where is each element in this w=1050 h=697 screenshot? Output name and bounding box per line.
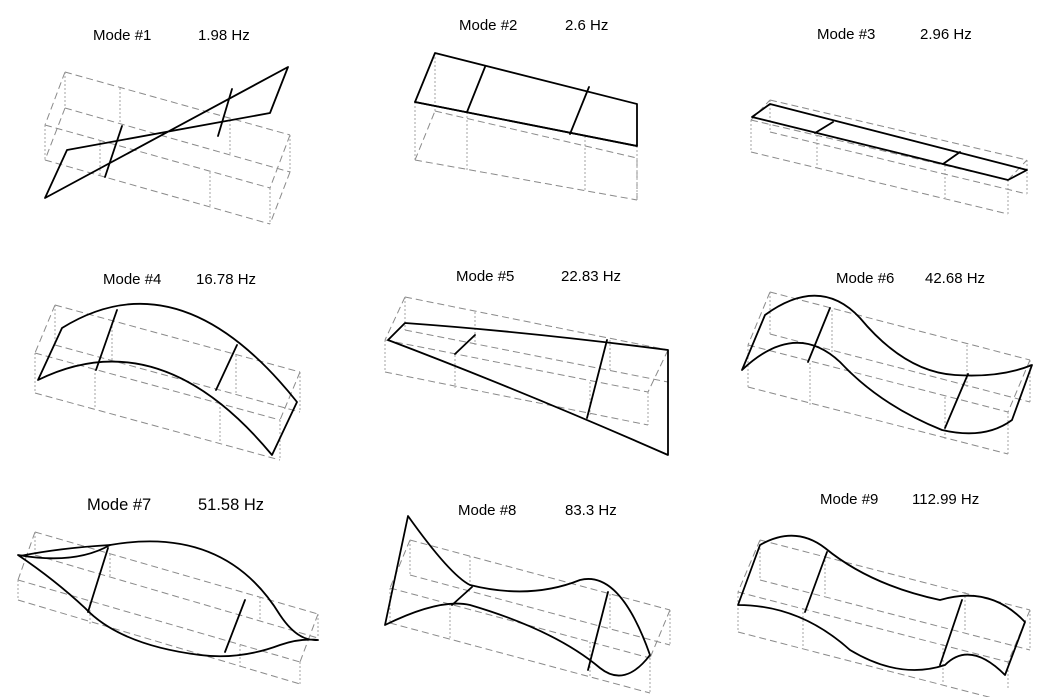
mode-1-frequency: 1.98 Hz: [198, 27, 250, 44]
mode-4-label: Mode #4: [103, 271, 162, 288]
mode-6-shape: [741, 291, 1033, 455]
mode-2-frequency: 2.6 Hz: [565, 17, 609, 34]
mode-6-label: Mode #6: [836, 270, 895, 287]
mode-9-frequency: 112.99 Hz: [912, 491, 980, 508]
mode-3-shape: [750, 99, 1028, 215]
mode-1-shape: [44, 66, 291, 225]
mode-8-shape: [384, 515, 671, 694]
mode-7-frequency: 51.58 Hz: [198, 496, 265, 514]
mode-5-frequency: 22.83 Hz: [561, 268, 622, 285]
mode-2-label: Mode #2: [459, 17, 518, 34]
mode-7-label: Mode #7: [87, 496, 152, 514]
mode-3-frequency: 2.96 Hz: [920, 26, 972, 43]
mode-7-shape: [17, 531, 319, 685]
mode-5-shape: [384, 296, 669, 456]
mode-5-label: Mode #5: [456, 268, 515, 285]
mode-4-frequency: 16.78 Hz: [196, 271, 257, 288]
mode-1-label: Mode #1: [93, 27, 152, 44]
mode-3-label: Mode #3: [817, 26, 876, 43]
mode-8-label: Mode #8: [458, 502, 517, 519]
mode-4-shape: [34, 302, 301, 461]
mode-9-label: Mode #9: [820, 491, 879, 508]
mode-2-shape: [414, 52, 638, 201]
mode-6-frequency: 42.68 Hz: [925, 270, 986, 287]
mode-8-frequency: 83.3 Hz: [565, 502, 617, 519]
mode-9-shape: [737, 534, 1031, 697]
